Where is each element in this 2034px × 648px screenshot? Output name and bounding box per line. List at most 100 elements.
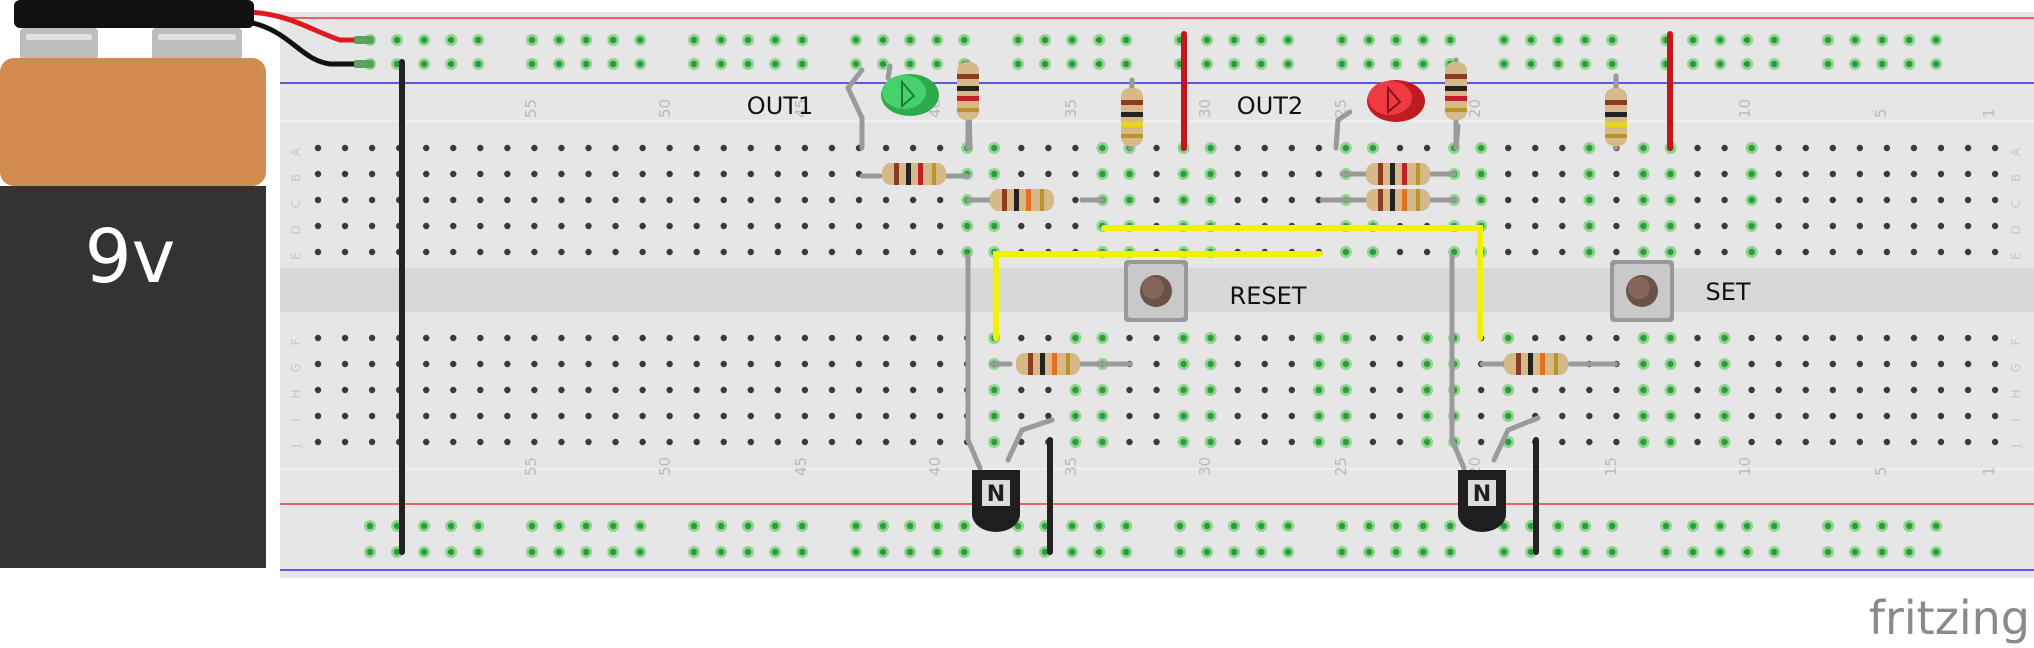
breadboard-hole — [1748, 248, 1755, 256]
breadboard-hole — [393, 60, 401, 68]
breadboard-hole — [801, 412, 809, 420]
breadboard-hole — [1230, 522, 1238, 530]
breadboard-hole — [1964, 222, 1972, 230]
column-number: 30 — [1196, 457, 1214, 476]
row-letter: J — [2009, 444, 2023, 449]
breadboard-hole — [314, 360, 322, 368]
breadboard-hole — [1964, 438, 1972, 446]
breadboard-hole — [717, 60, 725, 68]
breadboard-hole — [366, 548, 374, 556]
breadboard-hole — [1342, 248, 1350, 256]
breadboard-hole — [477, 196, 484, 204]
breadboard-hole — [1018, 222, 1025, 230]
breadboard-hole — [558, 170, 565, 178]
breadboard-hole — [1937, 386, 1945, 394]
breadboard-hole — [1365, 548, 1373, 556]
breadboard-hole — [852, 60, 860, 68]
breadboard-hole — [1829, 438, 1837, 446]
breadboard-hole — [450, 248, 457, 256]
breadboard-hole — [1613, 412, 1620, 420]
breadboard-hole — [639, 334, 646, 342]
breadboard-hole — [555, 60, 563, 68]
transistor-marking: N — [987, 482, 1005, 507]
breadboard-hole — [423, 170, 430, 178]
breadboard-hole — [720, 412, 727, 420]
breadboard-hole — [961, 522, 968, 530]
breadboard-hole — [1072, 196, 1079, 204]
breadboard-hole — [531, 334, 538, 342]
breadboard-hole — [504, 222, 511, 230]
breadboard-hole — [1423, 386, 1431, 394]
breadboard-hole — [1180, 334, 1187, 342]
breadboard-hole — [1419, 60, 1427, 68]
breadboard-hole — [936, 386, 944, 394]
breadboard-hole — [1234, 196, 1241, 204]
breadboard-hole — [341, 144, 349, 152]
breadboard-hole — [744, 60, 752, 68]
resistor-vertical-3 — [1445, 62, 1467, 120]
breadboard-hole — [1257, 60, 1265, 68]
breadboard-hole — [477, 144, 484, 152]
breadboard-hole — [1288, 170, 1296, 178]
breadboard-hole — [1856, 386, 1864, 394]
breadboard-hole — [1829, 170, 1837, 178]
breadboard-hole — [314, 144, 322, 152]
breadboard-hole — [693, 438, 700, 446]
breadboard-hole — [1721, 144, 1728, 152]
breadboard-hole — [1095, 36, 1103, 44]
breadboard-hole — [366, 522, 374, 530]
row-letter: A — [289, 147, 303, 156]
breadboard-hole — [1883, 412, 1891, 420]
breadboard-hole — [341, 222, 349, 230]
breadboard-hole — [1824, 36, 1832, 44]
breadboard-hole — [1018, 144, 1025, 152]
battery-voltage-label: 9v — [85, 214, 176, 300]
breadboard-hole — [1527, 36, 1535, 44]
breadboard-hole — [1667, 360, 1674, 368]
breadboard-hole — [1829, 334, 1837, 342]
breadboard-hole — [1126, 412, 1133, 420]
breadboard-hole — [1123, 548, 1130, 556]
breadboard-hole — [1261, 170, 1268, 178]
breadboard-hole — [747, 144, 754, 152]
breadboard-hole — [1689, 548, 1697, 556]
breadboard-hole — [1824, 548, 1832, 556]
row-letter: C — [289, 200, 303, 208]
pushbutton-reset[interactable] — [1124, 260, 1188, 322]
breadboard-hole — [368, 438, 376, 446]
breadboard-hole — [1068, 36, 1076, 44]
breadboard-hole — [1477, 170, 1485, 178]
breadboard-hole — [447, 548, 455, 556]
breadboard-hole — [909, 386, 917, 394]
breadboard-hole — [504, 196, 511, 204]
breadboard-hole — [1991, 412, 1999, 420]
column-number: 15 — [1602, 457, 1620, 476]
breadboard-hole — [558, 144, 565, 152]
breadboard-hole — [1748, 334, 1755, 342]
breadboard-hole — [612, 438, 619, 446]
breadboard-hole — [1261, 196, 1268, 204]
breadboard-hole — [477, 360, 484, 368]
led-out1-green — [881, 74, 939, 116]
breadboard-hole — [1721, 412, 1728, 420]
breadboard-hole — [477, 412, 484, 420]
pushbutton-set[interactable] — [1610, 260, 1674, 322]
breadboard-hole — [720, 144, 727, 152]
breadboard-hole — [747, 334, 754, 342]
breadboard-hole — [1716, 60, 1724, 68]
breadboard-hole — [341, 248, 349, 256]
breadboard-hole — [609, 36, 617, 44]
breadboard-hole — [828, 438, 836, 446]
breadboard-hole — [475, 36, 482, 44]
breadboard-hole — [1829, 196, 1837, 204]
led-out2-red — [1367, 80, 1425, 122]
breadboard-hole — [1802, 196, 1809, 204]
row-letter: C — [2009, 200, 2023, 208]
breadboard-hole — [666, 438, 673, 446]
breadboard-hole — [1288, 412, 1296, 420]
breadboard-hole — [1554, 36, 1562, 44]
breadboard-hole — [1937, 412, 1945, 420]
breadboard-hole — [1072, 438, 1079, 446]
row-letter: A — [2009, 147, 2023, 156]
breadboard-hole — [801, 248, 809, 256]
